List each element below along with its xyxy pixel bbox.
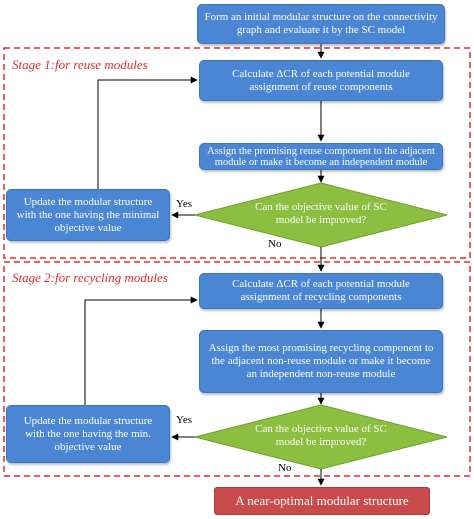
stage2-decision-text: Can the objective value of SC model be i… bbox=[255, 423, 387, 448]
stage2-no-label: No bbox=[278, 462, 292, 474]
start-box: Form an initial modular structure on the… bbox=[197, 4, 445, 44]
stage2-assign-box: Assign the most promising recycling comp… bbox=[199, 330, 443, 393]
stage2-update-box: Update the modular structure with the on… bbox=[6, 405, 170, 463]
end-box: A near-optimal modular structure bbox=[214, 487, 430, 515]
stage1-label: Stage 1:for reuse modules bbox=[10, 57, 150, 73]
stage1-no-label: No bbox=[268, 238, 282, 250]
stage1-calculate-box: Calculate ΔCR of each potential module a… bbox=[199, 60, 443, 101]
stage1-assign-box: Assign the promising reuse component to … bbox=[199, 143, 443, 170]
stage2-frame bbox=[3, 261, 471, 477]
stage2-calculate-box: Calculate ΔCR of each potential module a… bbox=[199, 273, 443, 309]
stage1-yes-label: Yes bbox=[176, 198, 193, 210]
stage1-frame bbox=[3, 47, 471, 259]
stage1-decision-text: Can the objective value of SC model be i… bbox=[255, 201, 387, 226]
stage2-yes-label: Yes bbox=[176, 414, 193, 426]
stage2-label: Stage 2:for recycling modules bbox=[10, 270, 170, 286]
stage1-update-box: Update the modular structure with the on… bbox=[6, 189, 170, 241]
